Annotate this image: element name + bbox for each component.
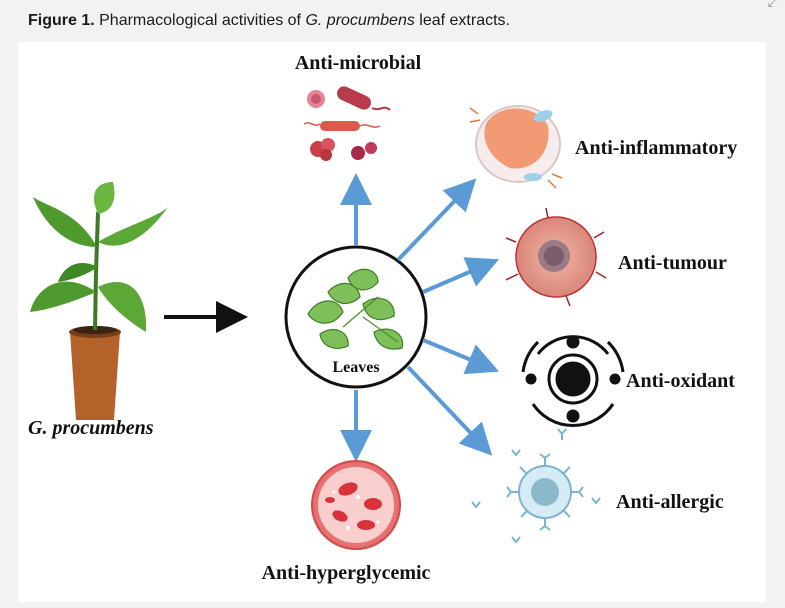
- figure-label: Figure 1.: [28, 12, 95, 29]
- activity-label-antimicrobial: Anti-microbial: [295, 52, 422, 74]
- expand-icon[interactable]: ⤢: [767, 0, 779, 10]
- activity-label-antitumour: Anti-tumour: [618, 252, 727, 274]
- diagram-canvas: G. procumbens Leaves: [28, 52, 737, 584]
- inflamed-cell-icon: [469, 105, 563, 189]
- leaves-circle: Leaves: [284, 245, 428, 389]
- center-label: Leaves: [332, 359, 379, 376]
- plant-label: G. procumbens: [28, 417, 154, 439]
- figure-panel: G. procumbens Leaves: [18, 42, 766, 602]
- caption-text-before: Pharmacological activities of: [94, 12, 306, 29]
- caption-text-after: leaf extracts.: [414, 12, 510, 29]
- leaves-icon: [307, 268, 404, 350]
- arrow-to-antiallergic: [406, 365, 493, 456]
- activity-label-antihyperglycemic: Anti-hyperglycemic: [262, 562, 431, 584]
- arrow-to-antiinflammatory: [396, 178, 477, 262]
- microbe-icon: [303, 86, 391, 161]
- atom-icon: [521, 335, 625, 427]
- activity-label-antiallergic: Anti-allergic: [616, 491, 724, 513]
- activity-arrows: [340, 173, 500, 462]
- tumour-cell-icon: [505, 207, 607, 307]
- plant-pot-icon: [30, 182, 168, 420]
- caption-species: G. procumbens: [305, 12, 415, 29]
- immune-cell-icon: [471, 428, 601, 544]
- activity-label-antioxidant: Anti-oxidant: [626, 370, 735, 392]
- figure-caption: Figure 1. Pharmacological activities of …: [28, 12, 510, 30]
- arrow-to-antioxidant: [422, 338, 500, 375]
- blood-vessel-icon: [311, 460, 401, 550]
- activity-label-antiinflammatory: Anti-inflammatory: [575, 137, 737, 159]
- arrow-to-antitumour: [422, 257, 500, 294]
